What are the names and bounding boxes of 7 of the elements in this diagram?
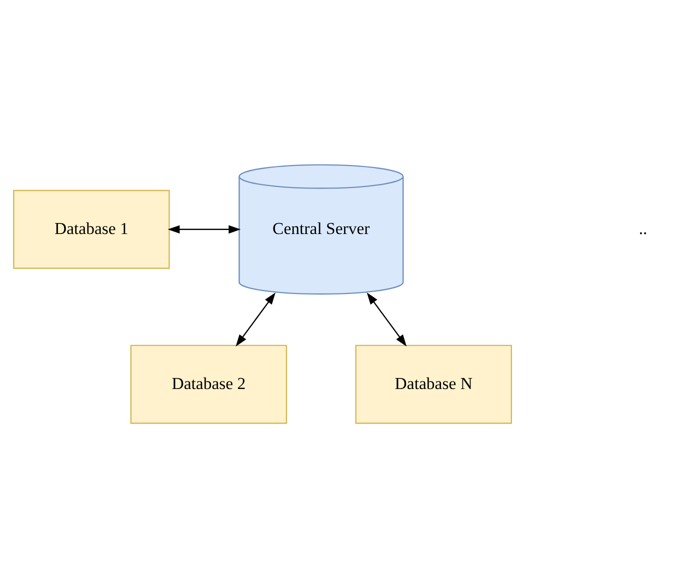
label: .. [638, 218, 648, 238]
arrow [366, 292, 407, 346]
node-box: Database 2 [130, 344, 288, 424]
node-box: Database 1 [13, 189, 170, 268]
arrow [236, 292, 276, 346]
node-box: Database N [355, 344, 512, 424]
arrow [168, 224, 241, 234]
